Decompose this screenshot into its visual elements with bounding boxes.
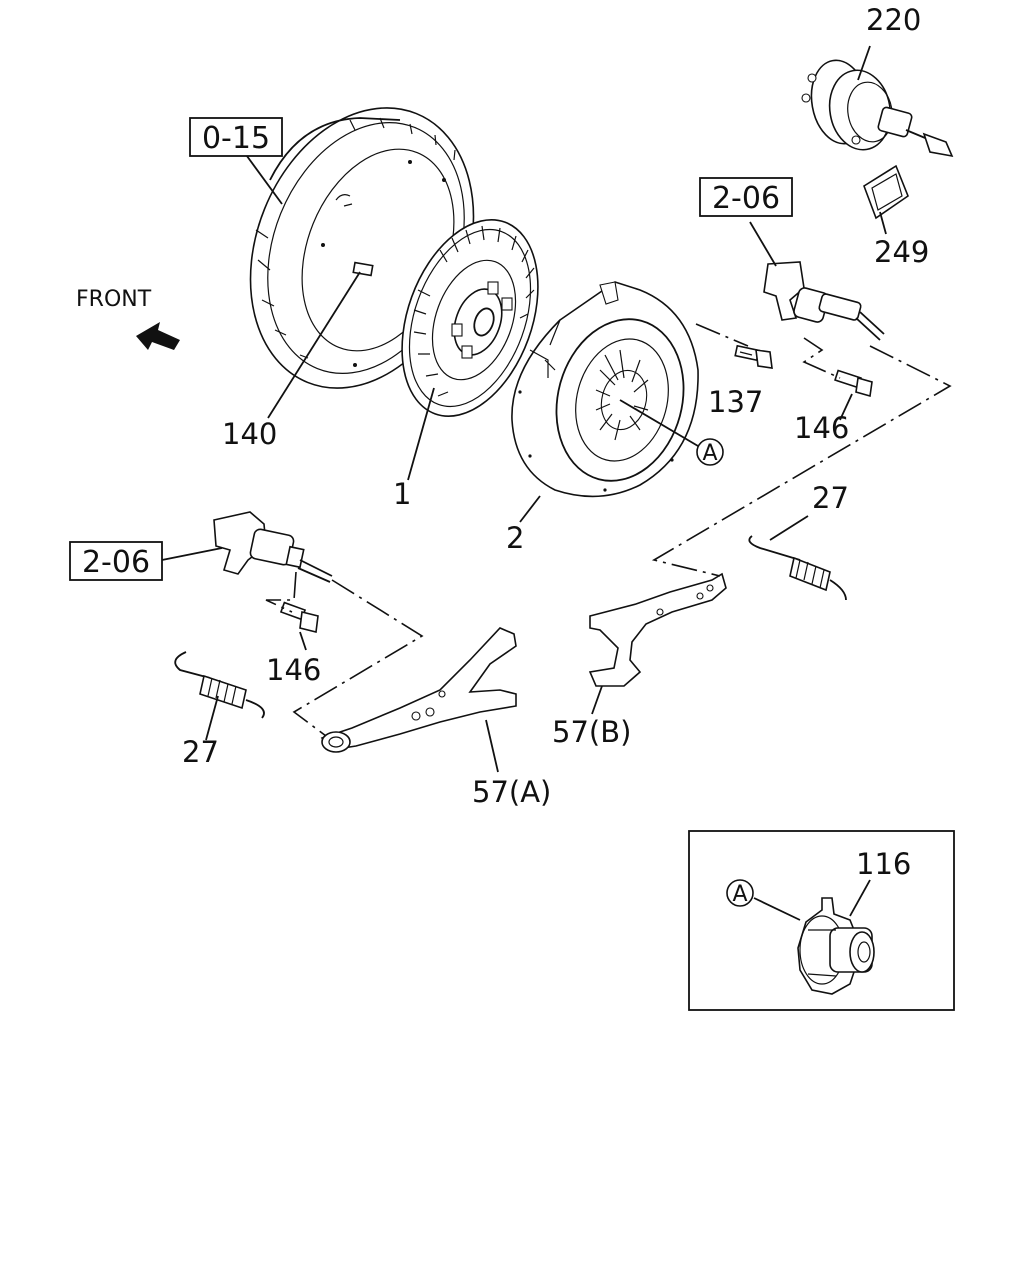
callout-57b: 57(B) bbox=[552, 715, 631, 749]
gasket-249 bbox=[863, 164, 909, 220]
assembly-lines bbox=[265, 323, 952, 737]
callout-57a: 57(A) bbox=[472, 775, 551, 809]
release-fork-57b bbox=[588, 572, 727, 687]
bolt-137 bbox=[734, 344, 773, 369]
callout-220: 220 bbox=[866, 3, 921, 37]
front-arrow-icon bbox=[136, 322, 180, 350]
ref-slave-right-label: 2-06 bbox=[712, 181, 780, 216]
slave-cylinder-right bbox=[763, 261, 885, 341]
ref-box-slave-cylinder-left: 2-06 bbox=[69, 541, 163, 581]
ref-box-flywheel: 0-15 bbox=[189, 117, 283, 157]
front-label: FRONT bbox=[76, 287, 152, 312]
spring-27-right bbox=[748, 535, 847, 601]
callout-2: 2 bbox=[506, 521, 524, 555]
callout-146-right: 146 bbox=[794, 411, 849, 445]
clutch-disc bbox=[401, 219, 539, 417]
callout-249: 249 bbox=[874, 235, 929, 269]
booster-220 bbox=[801, 59, 954, 158]
slave-cylinder-left bbox=[213, 511, 333, 583]
ref-flywheel-label: 0-15 bbox=[202, 121, 270, 156]
marker-a-main: A bbox=[696, 438, 724, 466]
callout-146-left: 146 bbox=[266, 653, 321, 687]
bolt-146-left bbox=[279, 601, 319, 633]
callout-140: 140 bbox=[222, 417, 277, 451]
callout-137: 137 bbox=[708, 385, 763, 419]
callout-116: 116 bbox=[856, 847, 911, 881]
release-fork-57a bbox=[320, 627, 517, 753]
ref-box-slave-cylinder-right: 2-06 bbox=[699, 177, 793, 217]
pressure-plate bbox=[511, 281, 699, 498]
inset-detail-a: A 116 bbox=[688, 830, 955, 1011]
leader-lines bbox=[161, 45, 887, 773]
ref-slave-left-label: 2-06 bbox=[82, 545, 150, 580]
callout-1: 1 bbox=[393, 477, 411, 511]
bolt-146-right bbox=[834, 369, 873, 398]
marker-a-inset-label: A bbox=[732, 882, 747, 907]
release-bearing-116 bbox=[797, 897, 875, 995]
callout-27-right: 27 bbox=[812, 481, 849, 515]
pin-140 bbox=[352, 261, 374, 277]
marker-a-inset: A bbox=[726, 879, 754, 907]
callout-27-left: 27 bbox=[182, 735, 219, 769]
spring-27-left bbox=[174, 651, 265, 719]
marker-a-main-label: A bbox=[702, 441, 717, 466]
